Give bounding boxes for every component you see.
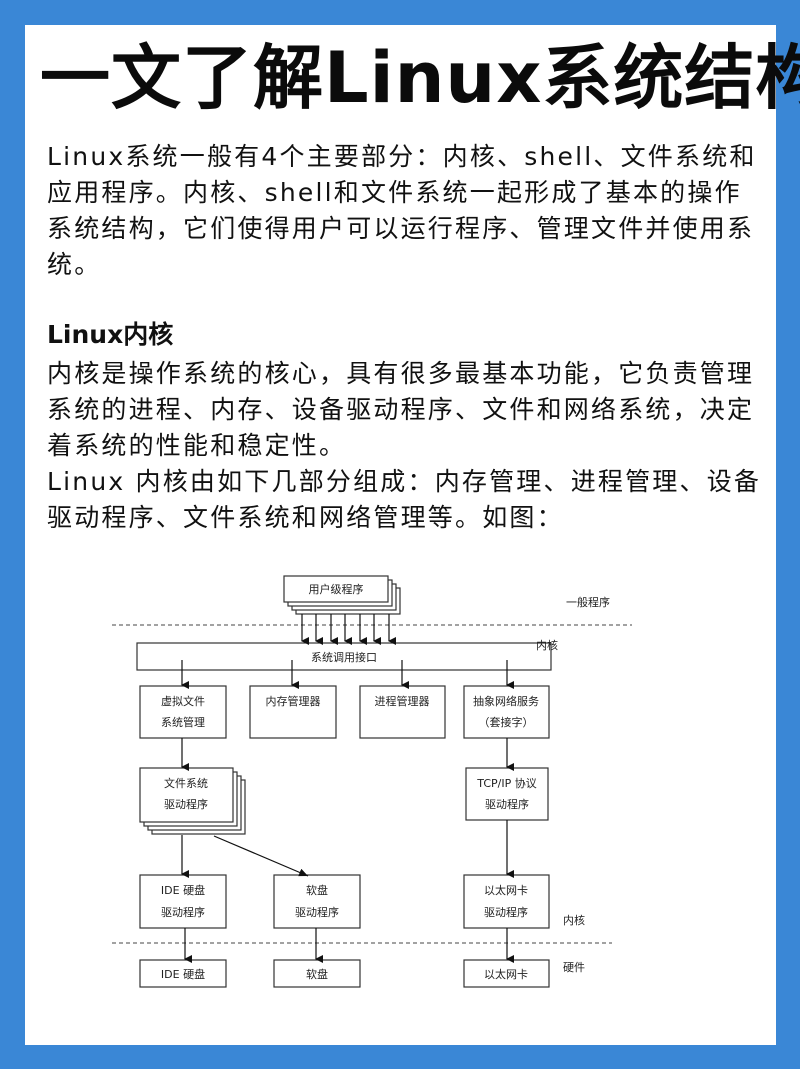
syscall-box [136, 642, 552, 671]
vfs-box [139, 685, 227, 739]
label-floppy-driver: 驱动程序 [295, 905, 339, 919]
layer-label-general: 一般程序 [566, 595, 610, 609]
floppy-driver-box [273, 874, 361, 929]
label-vfs: 系统管理 [161, 715, 205, 729]
label-eth-driver: 驱动程序 [484, 905, 528, 919]
ide-driver-box [139, 874, 227, 929]
label-vfs: 虚拟文件 [161, 694, 205, 708]
label-network-service: （套接字） [479, 715, 534, 729]
label-ide-driver: 驱动程序 [161, 905, 205, 919]
label-tcpip: TCP/IP 协议 [476, 776, 536, 790]
label-syscall: 系统调用接口 [311, 651, 377, 664]
label-process-manager: 进程管理器 [375, 694, 430, 708]
user-programs-box [283, 575, 389, 603]
label-floppy: 软盘 [306, 967, 328, 981]
label-eth-driver: 以太网卡 [484, 884, 528, 897]
label-tcpip: 驱动程序 [485, 797, 529, 811]
tcpip-box [465, 767, 549, 821]
memory-manager-box [249, 685, 337, 739]
layer-label-hardware: 硬件 [563, 961, 585, 974]
label-user-programs: 用户级程序 [309, 582, 364, 596]
label-memory-manager: 内存管理器 [266, 694, 321, 708]
section-heading: Linux内核 [47, 320, 174, 349]
kernel-paragraph: 内核是操作系统的核心，具有很多最基本功能，它负责管理系统的进程、内存、设备驱动程… [47, 359, 755, 460]
ide-disk-box [139, 959, 227, 988]
floppy-box [273, 959, 361, 988]
page-title: 一文了解Linux系统结构 [40, 37, 800, 119]
intro-paragraph: Linux系统一般有4个主要部分：内核、shell、文件系统和应用程序。内核、s… [47, 142, 757, 279]
layer-label-kernel-bottom: 内核 [563, 913, 585, 927]
label-floppy-driver: 软盘 [306, 883, 328, 897]
kernel-components-paragraph: Linux 内核由如下几部分组成：内存管理、进程管理、设备驱动程序、文件系统和网… [47, 467, 762, 532]
label-eth-card: 以太网卡 [484, 968, 528, 981]
label-ide-driver: IDE 硬盘 [161, 883, 205, 897]
process-manager-box [359, 685, 446, 739]
label-ide-disk: IDE 硬盘 [161, 967, 205, 981]
label-fs-driver: 驱动程序 [164, 797, 208, 811]
label-fs-driver: 文件系统 [164, 776, 208, 790]
layer-label-kernel: 内核 [536, 638, 558, 652]
label-network-service: 抽象网络服务 [473, 694, 539, 708]
eth-driver-box [463, 874, 550, 929]
network-service-box [463, 685, 550, 739]
